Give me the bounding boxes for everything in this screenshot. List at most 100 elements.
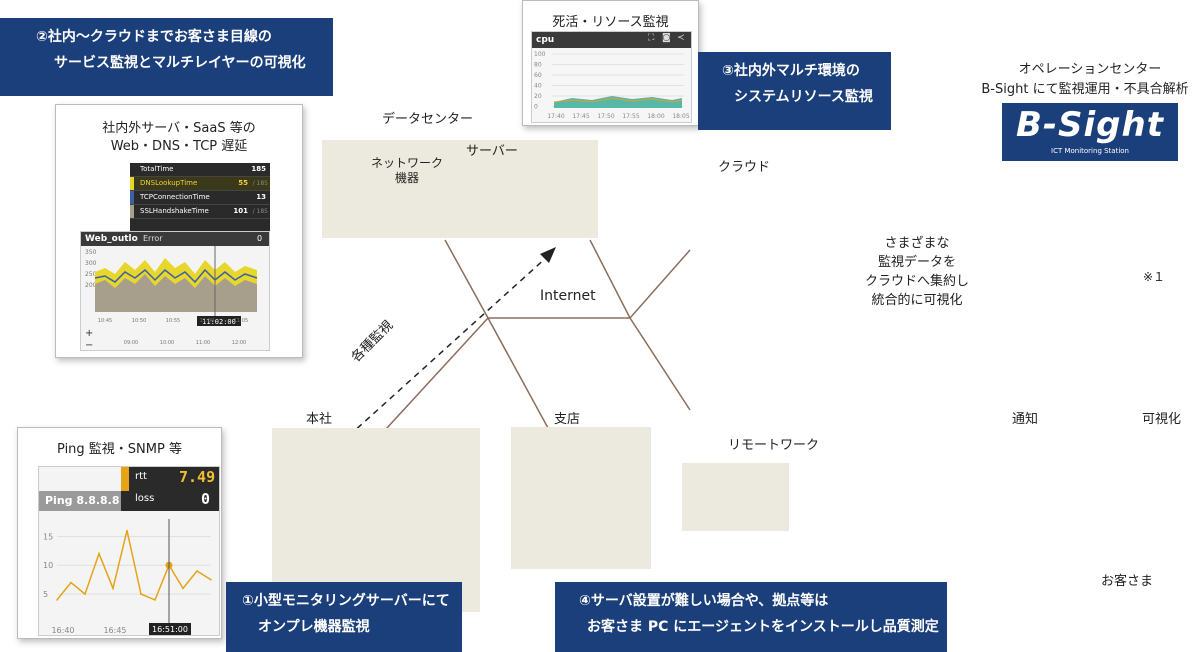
web-metric-name: TCPConnectionTime: [140, 193, 210, 201]
web-time-badge-bg: [197, 316, 241, 326]
visualize-label: 可視化: [1142, 412, 1182, 427]
user-pc-icon-2: [424, 523, 468, 575]
web-metric-color-bar: [130, 205, 134, 218]
shop-icon: [576, 380, 640, 438]
datacenter-area: [322, 140, 598, 238]
y-tick-label: 40: [534, 83, 542, 90]
x-tick-label: 11:05: [234, 318, 248, 324]
internet-label: Internet: [540, 288, 596, 304]
vis-cloud-line2: クラウド: [1060, 325, 1116, 341]
nav-tick-label: 09:00: [124, 340, 138, 346]
share-icon[interactable]: ≺: [677, 33, 685, 43]
rtt-value: 7.49: [179, 468, 216, 486]
probe-magnifier-icon: [414, 279, 448, 310]
time-badge-bg: [149, 623, 191, 635]
web-metric-color-bar: [130, 177, 134, 190]
web-metric-name: TotalTime: [140, 165, 174, 173]
ms365-label: MS365: [682, 208, 736, 224]
aggregation-text: さまざまな 監視データを クラウドへ集約し 統合的に可視化: [852, 234, 982, 310]
rtt-data-point: [210, 578, 212, 581]
branch-label: 支店: [554, 412, 581, 427]
web-metric-value: 55: [238, 179, 248, 187]
server-stack-icon: [460, 158, 522, 208]
y-tick-label: 20: [534, 93, 542, 100]
callout-4-line2: お客さま PC にエージェントをインストールし品質測定: [587, 619, 939, 635]
x-tick-label: 10:50: [132, 318, 146, 324]
web-metric-suffix: / 185: [252, 180, 268, 187]
rtt-data-point: [154, 599, 156, 601]
visualize-arrow-icon: [1098, 392, 1134, 442]
internet-globe-icon: [600, 287, 660, 349]
x-tick-label: 17:50: [597, 113, 614, 120]
down-arrow-icon: [1052, 168, 1092, 240]
web-metric-name: DNSLookupTime: [140, 179, 198, 187]
time-badge: 16:51:00: [152, 625, 188, 634]
web-area-grey: [95, 274, 257, 312]
web-graph-title: Web_outlo: [85, 234, 138, 244]
y-tick-label: 200: [85, 282, 97, 289]
expand-icon[interactable]: ⛶: [648, 33, 655, 43]
x-tick-label: 11:00: [200, 318, 214, 324]
aggregation-line4: 統合的に可視化: [871, 293, 963, 308]
x-tick-label: 16:45: [103, 626, 126, 635]
azure-label: Azure: [756, 190, 802, 206]
aggregation-line1: さまざまな: [884, 236, 950, 251]
branch-server-icon: [514, 434, 568, 462]
notify-arrow-icon: [1044, 394, 1080, 442]
callout-1-line1: ①小型モニタリングサーバーにて: [242, 593, 450, 609]
y-tick-label: 0: [534, 104, 538, 111]
camera-icon[interactable]: ◙: [662, 33, 671, 43]
web-metric-value: 13: [256, 193, 266, 201]
y-tick-label: 10: [43, 561, 53, 570]
y-tick-label: 15: [43, 532, 53, 541]
y-tick-label: 5: [43, 590, 48, 599]
x-tick-label: 16:40: [51, 626, 74, 635]
user-pc-icon-1: [370, 523, 414, 575]
nav-tick-label: 12:00: [232, 340, 246, 346]
ping-header-box: [39, 491, 121, 511]
rtt-label: rtt: [135, 471, 147, 482]
y-tick-label: 100: [534, 51, 546, 58]
ping-header: Ping 8.8.8.8: [45, 494, 120, 507]
y-tick-label: 250: [85, 271, 97, 278]
callout-service-monitoring: ②社内〜クラウドまでお客さま目線の サービス監視とマルチレイヤーの可視化: [0, 18, 333, 96]
rtt-data-point: [196, 570, 198, 572]
operator-icon: [1110, 171, 1170, 216]
web-graph-error-label: Error: [143, 234, 163, 243]
remote-label: リモートワーク: [728, 438, 820, 453]
x-tick-label: 18:05: [672, 113, 689, 120]
network-device-label-l1: ネットワーク: [370, 156, 443, 170]
probe-magnifier-icon: [676, 401, 710, 432]
x-tick-label: 10:55: [166, 318, 180, 324]
y-tick-label: 80: [534, 62, 542, 69]
rtt-data-point: [84, 593, 86, 595]
web-metric-color-bar: [130, 163, 134, 176]
ping-panel-title: Ping 監視・SNMP 等: [57, 442, 182, 457]
callout-3-line1: ③社内外マルチ環境の: [722, 63, 860, 79]
hq-server-icon: [368, 436, 440, 468]
network-device-label-l2: 機器: [394, 171, 419, 185]
y-tick-label: 350: [85, 249, 97, 256]
callout-onprem: ①小型モニタリングサーバーにて オンプレ機器監視: [226, 582, 462, 652]
vis-cloud-note: ※１: [1143, 270, 1166, 284]
loss-label: loss: [135, 493, 155, 504]
web-graph-header: [81, 232, 269, 246]
bsight-logo: B-Sight ICT Monitoring Station: [1002, 103, 1178, 161]
aggregation-line3: クラウドへ集約し: [864, 274, 969, 289]
datacenter-label: データセンター: [382, 112, 474, 127]
callout-system-resource: ③社内外マルチ環境の システムリソース監視: [698, 52, 891, 130]
callout-4-line1: ④サーバ設置が難しい場合や、拠点等は: [579, 593, 829, 609]
customer-label: お客さま: [1101, 574, 1154, 589]
ping-metric-box: [121, 467, 219, 511]
